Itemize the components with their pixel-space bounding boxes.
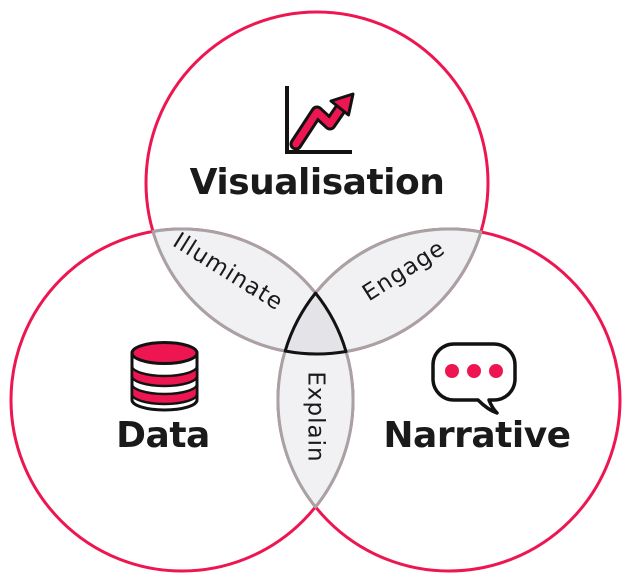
chart-arrow-head <box>329 92 355 117</box>
speech-bubble-dot <box>445 364 459 378</box>
speech-bubble-dot <box>467 364 481 378</box>
speech-bubble-outline <box>431 342 517 415</box>
database-band <box>130 365 199 388</box>
chart-axes <box>285 86 352 154</box>
center-intersection-region <box>283 291 348 356</box>
label-data: Data <box>116 415 210 456</box>
label-narrative: Narrative <box>383 415 570 456</box>
line-chart-icon <box>285 86 355 154</box>
label-visualisation: Visualisation <box>190 162 445 203</box>
label-explain: Explain <box>303 371 329 462</box>
database-band <box>130 383 199 406</box>
speech-bubble-icon <box>431 342 517 415</box>
speech-bubble-dot <box>489 364 503 378</box>
database-top <box>130 341 199 365</box>
chart-arrow-line <box>292 104 345 148</box>
database-icon <box>130 341 199 412</box>
